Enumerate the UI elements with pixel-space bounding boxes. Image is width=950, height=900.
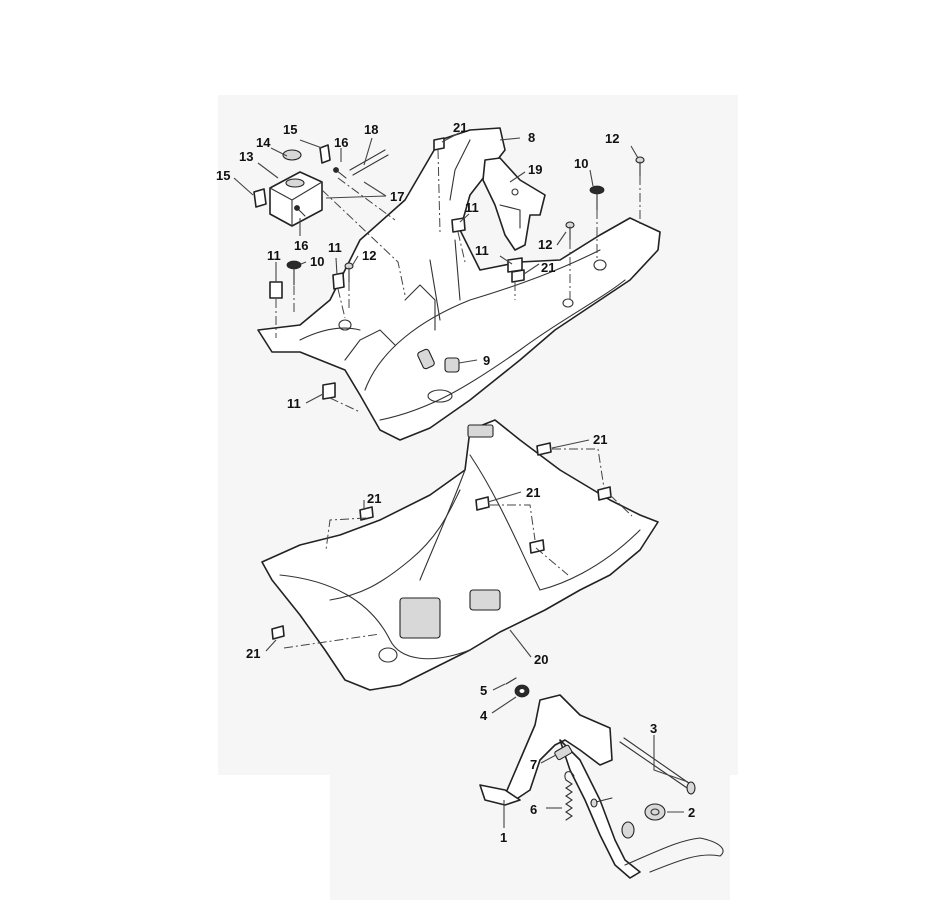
box-13	[269, 171, 323, 227]
bushing-2	[644, 803, 666, 821]
callout-10-b: 10	[574, 156, 588, 171]
callout-9: 9	[483, 353, 490, 368]
bracket-19	[482, 157, 546, 251]
clip-11-b	[332, 272, 345, 290]
callout-8: 8	[528, 130, 535, 145]
callout-15-b: 15	[216, 168, 230, 183]
nut-21-a	[433, 137, 445, 151]
leader-lines	[233, 132, 689, 828]
screw-16b	[294, 205, 306, 217]
callout-10-a: 10	[310, 254, 324, 269]
floor-panel	[261, 419, 659, 691]
callout-1: 1	[500, 830, 507, 845]
nut-21-g	[359, 506, 374, 521]
spring-6	[564, 771, 575, 821]
callout-labels: 1 2 3 4 5 6 7 8 9 10 10 11 11 11 11 11 1…	[216, 120, 695, 845]
callout-6: 6	[530, 802, 537, 817]
callout-11-d: 11	[475, 243, 489, 258]
callout-11-c: 11	[465, 200, 479, 215]
screw-12-c	[565, 221, 575, 241]
callout-12-a: 12	[362, 248, 376, 263]
rod-18	[349, 149, 389, 176]
callout-17: 17	[390, 189, 404, 204]
assembly-lines	[275, 149, 641, 649]
callout-20: 20	[534, 652, 548, 667]
callout-15-a: 15	[283, 122, 297, 137]
grommet-9a	[417, 348, 435, 370]
shaft-3	[619, 737, 696, 795]
grommet-9b	[444, 357, 460, 373]
callout-13: 13	[239, 149, 253, 164]
floor-block-b	[469, 589, 501, 611]
bolt-10-a	[286, 260, 302, 286]
callout-5: 5	[480, 683, 487, 698]
nut-21-b	[511, 269, 525, 283]
nut-21-d	[597, 486, 612, 501]
clip-15a	[319, 144, 331, 164]
nut-21-c	[536, 442, 552, 456]
floor-block-a	[399, 597, 441, 639]
callout-19: 19	[528, 162, 542, 177]
callout-12-c: 12	[538, 237, 552, 252]
screw-12-b	[635, 156, 645, 177]
callout-11-a: 11	[267, 248, 281, 263]
callout-21-f: 21	[246, 646, 260, 661]
callout-7: 7	[530, 757, 537, 772]
main-stand	[479, 694, 724, 879]
bolt-stand	[590, 797, 613, 808]
inner-leg-shield-panel	[257, 127, 661, 441]
clip-11-c	[451, 217, 466, 233]
cap-14	[282, 149, 302, 161]
callout-14: 14	[256, 135, 271, 150]
clip-11-a	[269, 281, 283, 299]
clip-11-e	[322, 382, 336, 400]
clip-15b	[253, 188, 267, 208]
nut-21-e	[475, 496, 490, 511]
callout-11-e: 11	[287, 396, 301, 411]
callout-21-c: 21	[593, 432, 607, 447]
callout-12-b: 12	[605, 131, 619, 146]
callout-16-b: 16	[294, 238, 308, 253]
washer-4	[514, 684, 530, 698]
nut-21-h	[271, 625, 285, 640]
pivot-pin-7	[554, 744, 573, 761]
callout-18: 18	[364, 122, 378, 137]
pin-5	[505, 677, 517, 685]
callout-21-d: 21	[526, 485, 540, 500]
callout-21-a: 21	[453, 120, 467, 135]
screw-16a	[333, 167, 347, 179]
bolt-10-b	[589, 185, 605, 211]
callout-16-a: 16	[334, 135, 348, 150]
floor-tab	[467, 424, 494, 438]
callout-3: 3	[650, 721, 657, 736]
callout-21-e: 21	[367, 491, 381, 506]
nut-21-f	[529, 539, 545, 554]
callout-4: 4	[480, 708, 488, 723]
callout-11-b: 11	[328, 240, 342, 255]
callout-21-b: 21	[541, 260, 555, 275]
callout-2: 2	[688, 805, 695, 820]
screw-12-a	[344, 262, 354, 283]
